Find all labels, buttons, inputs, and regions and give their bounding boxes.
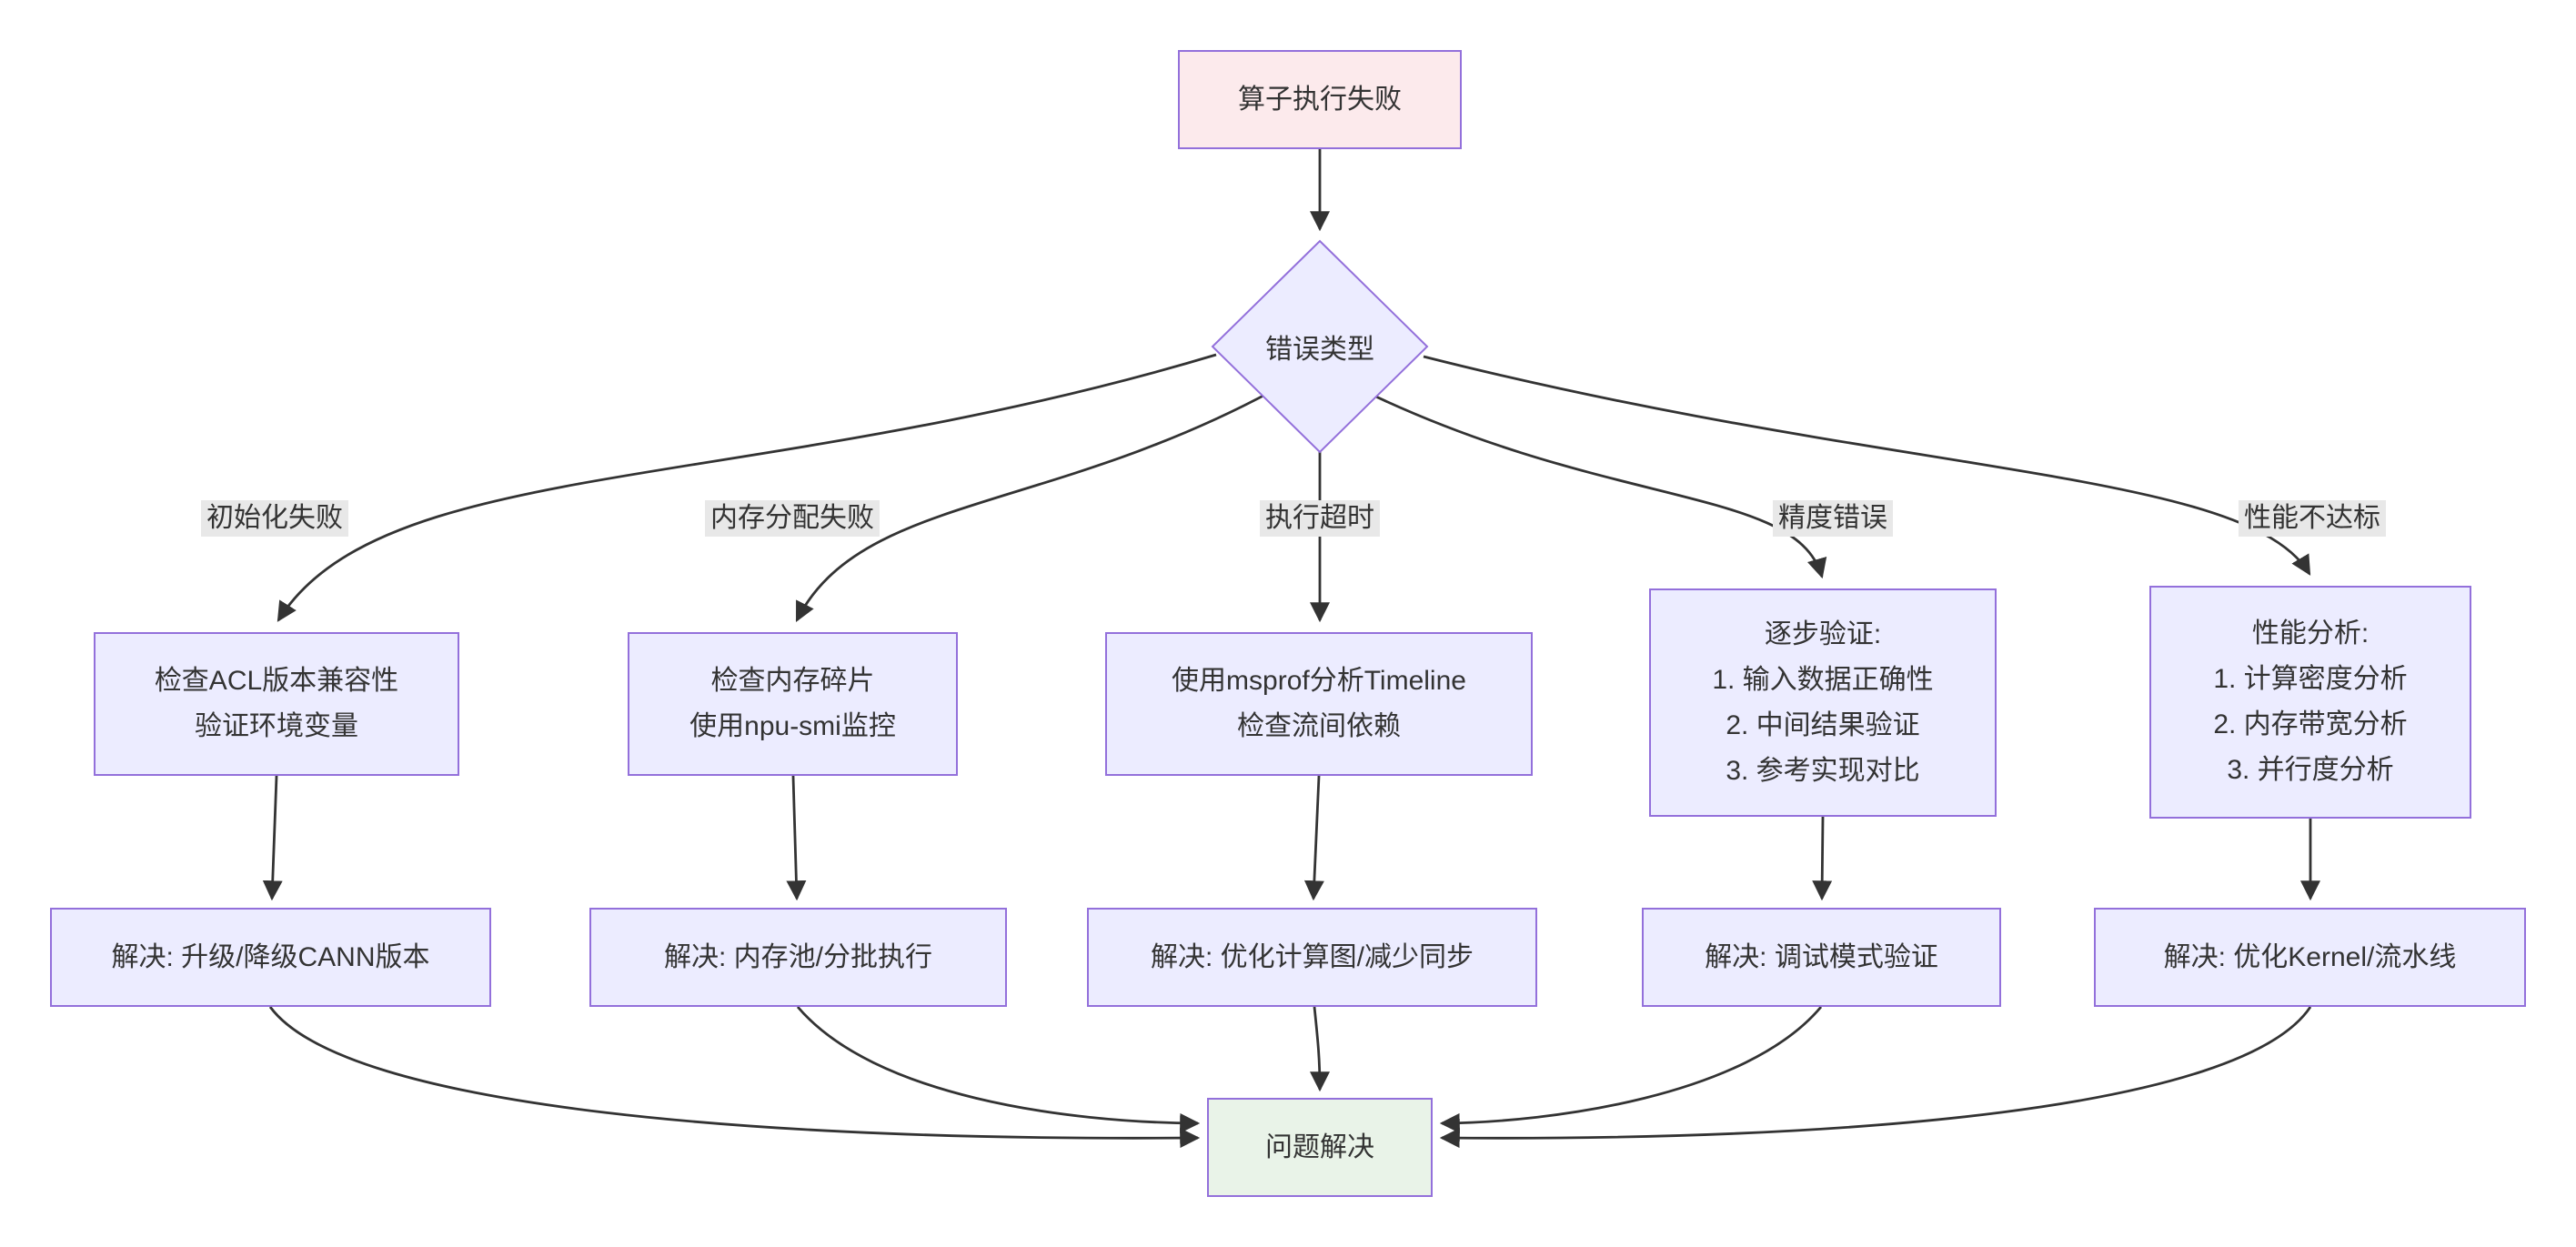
node-check-accuracy: 逐步验证: 1. 输入数据正确性 2. 中间结果验证 3. 参考实现对比 bbox=[1649, 588, 1997, 817]
node-label: 解决: 优化Kernel/流水线 bbox=[2163, 941, 2457, 972]
node-label: 解决: 调试模式验证 bbox=[1705, 941, 1938, 972]
node-line: 使用npu-smi监控 bbox=[689, 711, 896, 741]
node-label: 问题解决 bbox=[1265, 1131, 1374, 1162]
edge-decision-to-check-memory bbox=[795, 387, 1276, 622]
edge-label-init-fail: 初始化失败 bbox=[201, 500, 348, 537]
node-line: 2. 内存带宽分析 bbox=[2213, 709, 2408, 739]
node-label: 算子执行失败 bbox=[1238, 84, 1402, 115]
edge-decision-to-check-accuracy bbox=[1363, 389, 1827, 579]
node-solution-accuracy: 解决: 调试模式验证 bbox=[1642, 908, 2001, 1007]
node-label: 解决: 升级/降级CANN版本 bbox=[111, 941, 430, 972]
node-label: 解决: 内存池/分批执行 bbox=[663, 941, 932, 972]
node-end: 问题解决 bbox=[1207, 1098, 1433, 1197]
node-line: 使用msprof分析Timeline bbox=[1172, 666, 1466, 696]
edge-check-init-to-solution bbox=[262, 775, 283, 901]
edge-decision-to-check-init bbox=[277, 353, 1217, 622]
node-solution-init: 解决: 升级/降级CANN版本 bbox=[50, 908, 491, 1007]
node-line: 性能分析: bbox=[2251, 618, 2370, 649]
edge-check-accuracy-to-solution bbox=[1812, 816, 1833, 901]
node-line: 1. 计算密度分析 bbox=[2213, 664, 2408, 694]
node-line: 检查ACL版本兼容性 bbox=[154, 666, 399, 696]
edge-check-memory-to-solution bbox=[786, 775, 807, 901]
edge-solution-accuracy-to-end bbox=[1439, 1006, 1823, 1133]
node-decision-diamond bbox=[1211, 239, 1429, 454]
node-line: 2. 中间结果验证 bbox=[1726, 709, 1920, 740]
node-solution-memory: 解决: 内存池/分批执行 bbox=[589, 908, 1007, 1007]
node-line: 检查内存碎片 bbox=[710, 666, 875, 696]
node-line: 逐步验证: bbox=[1764, 618, 1882, 649]
edge-solution-performance-to-end bbox=[1439, 1006, 2312, 1149]
node-solution-performance: 解决: 优化Kernel/流水线 bbox=[2094, 908, 2526, 1007]
edge-solution-timeout-to-end bbox=[1309, 1006, 1330, 1092]
node-check-memory: 检查内存碎片 使用npu-smi监控 bbox=[628, 632, 958, 776]
edge-solution-memory-to-end bbox=[796, 1006, 1201, 1133]
edge-decision-to-check-performance bbox=[1423, 355, 2311, 576]
node-line: 3. 参考实现对比 bbox=[1726, 755, 1920, 786]
edge-solution-init-to-end bbox=[268, 1006, 1201, 1149]
node-line: 1. 输入数据正确性 bbox=[1712, 664, 1934, 695]
node-start: 算子执行失败 bbox=[1178, 50, 1462, 149]
node-line: 检查流间依赖 bbox=[1237, 711, 1401, 741]
edge-check-timeout-to-solution bbox=[1303, 775, 1324, 901]
edge-label-memory-fail: 内存分配失败 bbox=[705, 500, 880, 537]
node-check-init: 检查ACL版本兼容性 验证环境变量 bbox=[94, 632, 459, 776]
edge-label-accuracy-error: 精度错误 bbox=[1773, 500, 1893, 537]
node-line: 验证环境变量 bbox=[195, 711, 358, 741]
node-check-performance: 性能分析: 1. 计算密度分析 2. 内存带宽分析 3. 并行度分析 bbox=[2149, 586, 2471, 819]
edge-label-timeout: 执行超时 bbox=[1260, 500, 1380, 537]
node-solution-timeout: 解决: 优化计算图/减少同步 bbox=[1087, 908, 1537, 1007]
node-line: 3. 并行度分析 bbox=[2227, 755, 2394, 785]
node-label: 解决: 优化计算图/减少同步 bbox=[1150, 941, 1474, 972]
edge-label-performance-low: 性能不达标 bbox=[2239, 500, 2386, 537]
node-check-timeout: 使用msprof分析Timeline 检查流间依赖 bbox=[1105, 632, 1533, 776]
node-decision-label: 错误类型 bbox=[1265, 335, 1374, 365]
